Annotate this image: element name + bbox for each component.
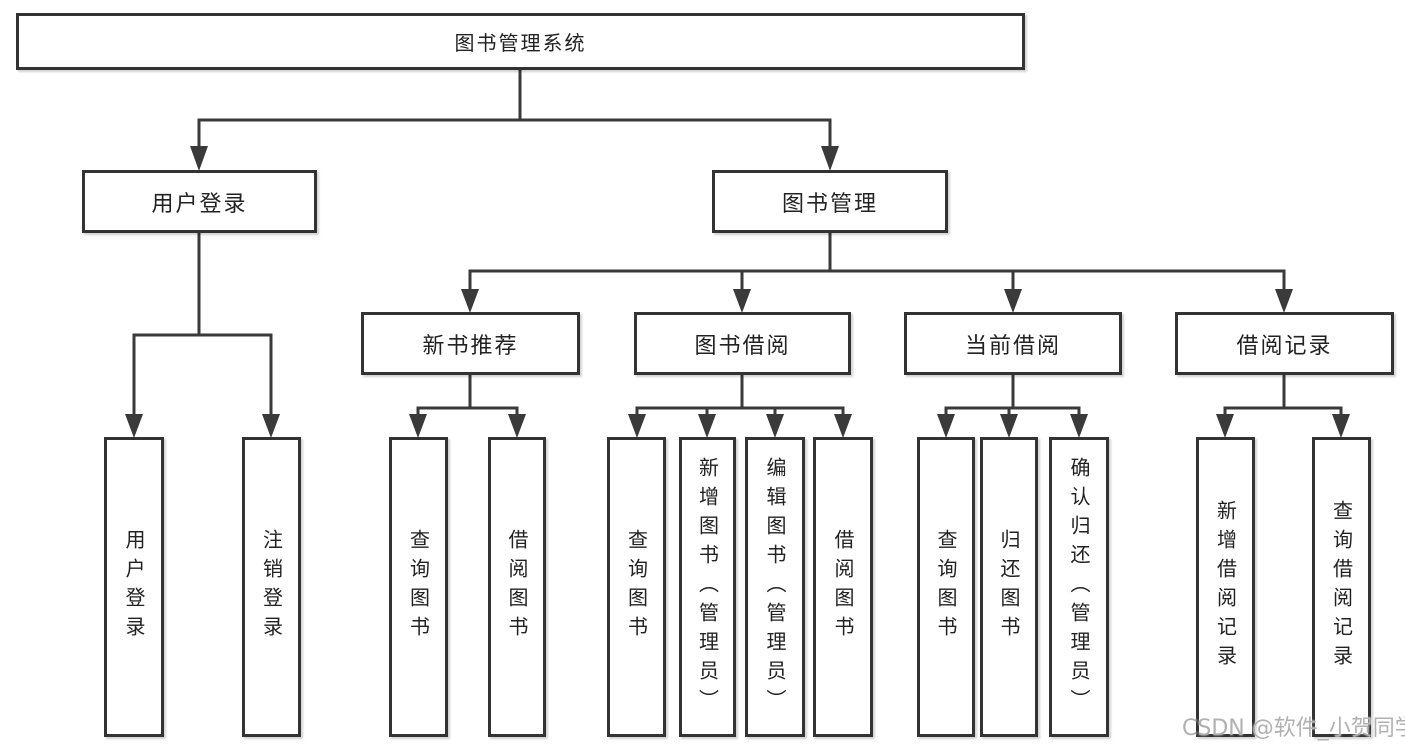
node-book-management: 图书管理 — [712, 170, 948, 233]
leaf-query-books-current-label: 查询图书 — [934, 529, 958, 645]
leaf-return-book: 归还图书 — [980, 437, 1038, 737]
leaf-confirm-return-admin: 确认归还（管理员） — [1049, 437, 1109, 737]
watermark-text: CSDN @软件_小贺同学 — [1182, 716, 1405, 741]
node-root-label: 图书管理系统 — [454, 31, 587, 55]
node-user-login-label: 用户登录 — [151, 191, 248, 217]
node-new-book-recommendation-label: 新书推荐 — [422, 333, 519, 359]
leaf-logout: 注销登录 — [242, 437, 301, 737]
node-book-borrowing: 图书借阅 — [634, 312, 851, 375]
leaf-add-book-admin-label: 新增图书（管理员） — [695, 456, 720, 718]
leaf-edit-book-admin: 编辑图书（管理员） — [745, 437, 805, 737]
leaf-query-books-current: 查询图书 — [917, 437, 975, 737]
leaf-query-borrow-record: 查询借阅记录 — [1312, 437, 1371, 737]
leaf-query-books-recommend: 查询图书 — [389, 437, 448, 737]
node-new-book-recommendation: 新书推荐 — [361, 312, 580, 375]
leaf-query-borrow-record-label: 查询借阅记录 — [1329, 500, 1354, 674]
leaf-add-book-admin: 新增图书（管理员） — [679, 437, 736, 737]
node-current-borrowing-label: 当前借阅 — [964, 333, 1061, 359]
leaf-borrow-books-borrowing-label: 借阅图书 — [831, 529, 855, 645]
leaf-return-book-label: 归还图书 — [997, 529, 1021, 645]
leaf-add-borrow-record-label: 新增借阅记录 — [1213, 500, 1238, 674]
node-borrowing-records: 借阅记录 — [1175, 312, 1394, 375]
leaf-user-login: 用户登录 — [104, 437, 164, 737]
leaf-query-books-recommend-label: 查询图书 — [406, 529, 431, 645]
leaf-add-borrow-record: 新增借阅记录 — [1196, 437, 1255, 737]
leaf-logout-label: 注销登录 — [259, 529, 284, 645]
node-current-borrowing: 当前借阅 — [904, 312, 1122, 375]
leaf-borrow-books-recommend: 借阅图书 — [488, 437, 546, 737]
node-book-management-label: 图书管理 — [781, 191, 878, 217]
node-user-login: 用户登录 — [82, 170, 317, 233]
leaf-user-login-label: 用户登录 — [122, 529, 146, 645]
leaf-borrow-books-recommend-label: 借阅图书 — [505, 529, 529, 645]
leaf-borrow-books-borrowing: 借阅图书 — [813, 437, 873, 737]
leaf-confirm-return-admin-label: 确认归还（管理员） — [1067, 456, 1091, 718]
node-borrowing-records-label: 借阅记录 — [1236, 333, 1333, 359]
leaf-query-books-borrowing-label: 查询图书 — [624, 529, 649, 645]
node-book-borrowing-label: 图书借阅 — [694, 333, 791, 359]
leaf-edit-book-admin-label: 编辑图书（管理员） — [763, 456, 787, 718]
node-root: 图书管理系统 — [16, 13, 1025, 70]
leaf-query-books-borrowing: 查询图书 — [607, 437, 666, 737]
